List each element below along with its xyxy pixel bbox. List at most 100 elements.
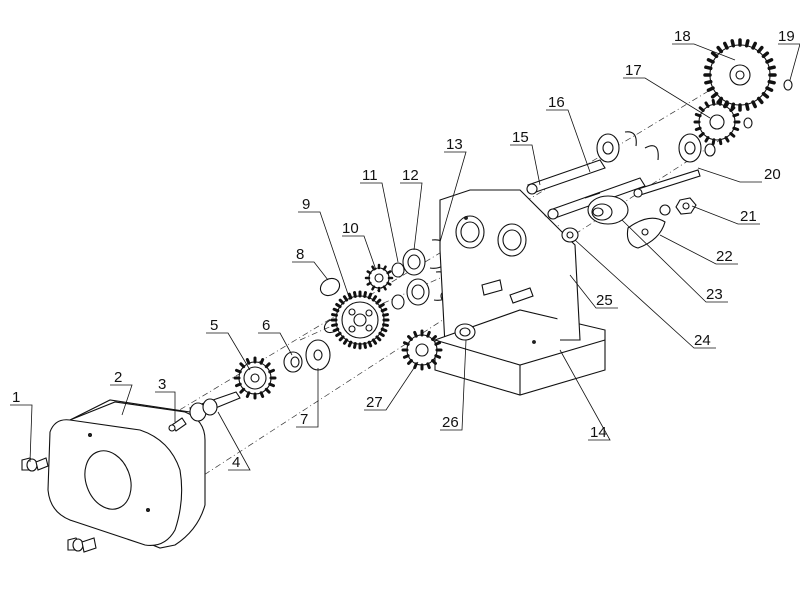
tooth	[264, 362, 271, 369]
tooth	[431, 335, 437, 341]
part-27-gear	[401, 329, 443, 371]
tooth	[259, 391, 265, 398]
part-15-shaft	[526, 159, 606, 195]
callout-26: 26	[442, 414, 459, 431]
part-4-shaft	[189, 391, 241, 422]
part-18-large-sprocket	[703, 38, 777, 112]
tooth	[434, 354, 442, 359]
tooth	[704, 79, 713, 85]
tooth	[698, 106, 705, 112]
tooth	[378, 302, 385, 309]
part-bearing-upper	[596, 131, 716, 163]
callout-24: 24	[694, 332, 711, 349]
tooth	[239, 362, 246, 369]
tooth	[730, 39, 736, 48]
part-20-pin	[633, 169, 701, 198]
part-2-cover	[47, 399, 206, 549]
callout-7: 7	[300, 411, 308, 428]
tooth	[264, 387, 271, 394]
tooth	[268, 382, 275, 388]
callout-20: 20	[764, 166, 781, 183]
tooth	[353, 291, 357, 298]
part-23-cam	[587, 195, 629, 225]
tooth	[704, 136, 710, 143]
tooth	[335, 302, 342, 309]
part-1-wing-nut-bottom	[67, 537, 97, 553]
tooth	[382, 285, 387, 291]
tooth	[426, 362, 431, 370]
tooth	[724, 136, 730, 143]
tooth	[756, 45, 764, 54]
tooth	[718, 138, 723, 146]
tooth	[235, 368, 242, 374]
part-7-washer	[305, 339, 331, 371]
tooth	[723, 100, 729, 109]
tooth	[751, 100, 757, 109]
tooth	[245, 358, 251, 365]
tooth	[426, 330, 431, 338]
part-1-wing-nut-top	[21, 457, 49, 472]
tooth	[239, 387, 246, 394]
tooth	[413, 330, 418, 338]
tooth	[382, 313, 389, 317]
part-19-set-screw	[783, 79, 793, 91]
part-9-large-gear	[330, 290, 390, 350]
tooth	[711, 98, 716, 106]
tooth	[259, 358, 265, 365]
tooth	[366, 270, 372, 275]
callout-21: 21	[740, 208, 757, 225]
tooth	[380, 327, 388, 333]
tooth	[751, 41, 757, 50]
tooth	[366, 281, 372, 286]
part-11-bearing	[391, 262, 405, 310]
callout-4: 4	[232, 454, 240, 471]
tooth	[382, 323, 389, 327]
tooth	[402, 354, 410, 359]
sprocket-17-teeth	[693, 98, 741, 146]
tooth	[338, 335, 345, 342]
callout-11: 11	[362, 167, 378, 184]
tooth	[767, 79, 776, 85]
part-24-washer	[561, 227, 579, 243]
callout-8: 8	[296, 246, 304, 263]
part-22-wedge-plate	[626, 217, 666, 249]
part-5-gear	[233, 356, 277, 400]
tooth	[335, 331, 342, 338]
tooth	[710, 91, 719, 99]
tooth	[761, 51, 770, 59]
tooth	[716, 45, 724, 54]
tooth	[353, 342, 357, 349]
part-10-small-gear	[364, 263, 394, 293]
callout-22: 22	[716, 248, 733, 265]
callout-18: 18	[674, 28, 691, 45]
callout-15: 15	[512, 129, 529, 146]
callout-labels: 1 2 3 4 5 6 7 8 9 10 11 12 13 14 15 16 1…	[12, 28, 795, 471]
tooth	[342, 295, 349, 302]
tooth	[386, 281, 392, 286]
tooth	[402, 341, 410, 346]
callout-13: 13	[446, 136, 463, 153]
tooth	[375, 298, 382, 305]
tooth	[761, 91, 770, 99]
tooth	[706, 58, 715, 64]
tooth	[711, 138, 716, 146]
tooth	[235, 382, 242, 388]
tooth	[331, 323, 338, 327]
callout-27: 27	[366, 394, 383, 411]
tooth	[704, 65, 713, 71]
tooth	[347, 292, 353, 300]
callout-5: 5	[210, 317, 218, 334]
tooth	[245, 391, 251, 398]
callout-leaders	[10, 43, 800, 471]
callout-23: 23	[706, 286, 723, 303]
part-21-nut	[659, 197, 697, 216]
gear-10-teeth	[364, 263, 394, 293]
part-small-nut	[743, 117, 753, 129]
tooth	[332, 307, 340, 313]
gear-9-teeth	[330, 290, 390, 350]
callout-10: 10	[342, 220, 359, 237]
callout-6: 6	[262, 317, 270, 334]
tooth	[363, 342, 367, 349]
tooth	[371, 265, 376, 271]
part-26-eye-bolt	[454, 323, 476, 341]
